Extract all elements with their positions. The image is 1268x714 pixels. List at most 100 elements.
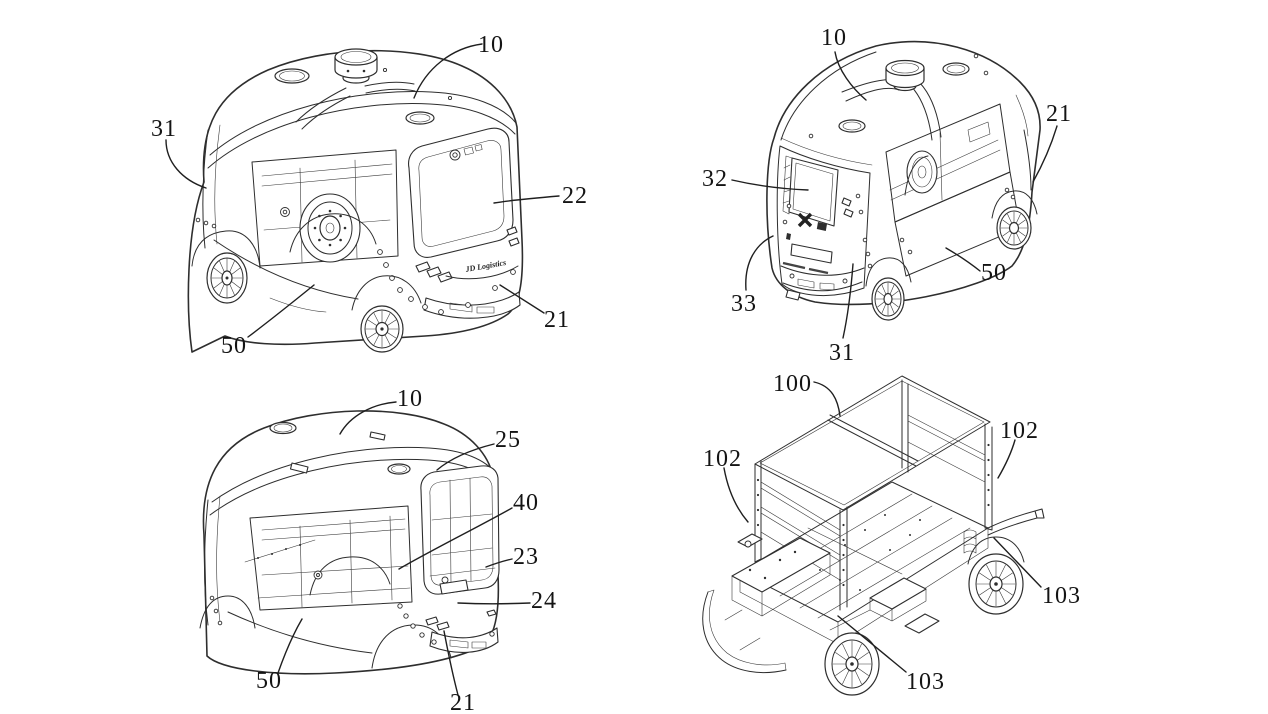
leader-25 <box>436 443 495 471</box>
ref-label-10: 10 <box>478 32 504 58</box>
leader-32 <box>731 179 809 191</box>
mid-front-pillar <box>839 506 848 611</box>
chassis-deck <box>739 481 989 645</box>
ref-label-25: 25 <box>495 427 521 453</box>
ref-label-33: 33 <box>731 291 757 317</box>
figure-body-shell: 10 25 40 23 24 50 21 <box>150 370 600 714</box>
leader-lines <box>277 401 531 696</box>
figure-rear-perspective: 10 21 32 33 31 50 <box>680 0 1160 380</box>
rear-perspective-drawing: 10 21 32 33 31 50 <box>702 25 1072 366</box>
roof-hatch-icons <box>274 67 453 125</box>
leader-10 <box>834 51 867 101</box>
ref-label-22: 22 <box>562 183 588 209</box>
rear-wheel-arch <box>199 595 256 629</box>
leader-103-front <box>837 615 907 673</box>
leader-21 <box>499 284 545 314</box>
ref-label-100: 100 <box>773 371 812 397</box>
roof-lidar-icon <box>295 48 416 130</box>
ref-label-50: 50 <box>981 260 1007 286</box>
ref-label-21: 21 <box>450 690 476 714</box>
cargo-side-opening <box>251 149 399 267</box>
front-perspective-drawing: JD Logistics <box>151 32 588 359</box>
leader-22 <box>493 195 560 204</box>
cage-pillars <box>754 379 993 611</box>
front-left-wheel <box>824 609 880 696</box>
rear-plate-blur <box>782 261 829 275</box>
ref-label-10: 10 <box>397 386 423 412</box>
ref-label-23: 23 <box>513 544 539 570</box>
mid-back-pillar <box>901 379 909 473</box>
suspension-coil <box>963 529 977 554</box>
leader-10 <box>339 401 397 435</box>
ref-label-21: 21 <box>1046 101 1072 127</box>
ref-label-103-right: 103 <box>1042 583 1081 609</box>
cage-side-rails <box>760 414 986 581</box>
leader-lines <box>165 43 560 338</box>
rear-right-wheel <box>968 553 1024 615</box>
ref-label-31: 31 <box>829 340 855 366</box>
body-shell-drawing: 10 25 40 23 24 50 21 <box>199 386 557 714</box>
leader-10 <box>413 43 483 99</box>
leader-100 <box>813 381 841 417</box>
leader-50 <box>247 284 315 338</box>
front-bumper <box>702 591 787 674</box>
left-pillar <box>754 460 762 563</box>
ref-label-31: 31 <box>151 116 177 142</box>
ref-label-24: 24 <box>531 588 557 614</box>
right-pillar <box>984 423 993 531</box>
ref-label-102-left: 102 <box>703 446 742 472</box>
ref-label-50: 50 <box>256 668 282 694</box>
roof-lidar-icon <box>841 59 942 141</box>
side-opening-frame <box>244 505 496 611</box>
leader-23 <box>485 558 513 568</box>
cargo-side-opening <box>885 103 1011 223</box>
leader-102-left <box>723 467 749 523</box>
windshield <box>408 127 514 258</box>
ref-label-32: 32 <box>702 166 728 192</box>
leader-21 <box>443 630 459 696</box>
roof-vent <box>289 462 309 474</box>
leader-103-right <box>993 537 1042 588</box>
front-window-frame <box>420 465 500 595</box>
interior-module <box>439 579 469 595</box>
rear-wheel-arch <box>191 230 261 269</box>
ref-label-103-front: 103 <box>906 669 945 695</box>
ref-label-102-right: 102 <box>1000 418 1039 444</box>
front-right-wheel <box>360 305 404 353</box>
leader-50 <box>277 618 303 674</box>
roof-hatch-icons <box>269 421 411 475</box>
rear-face <box>776 137 873 297</box>
rear-plate <box>790 243 833 264</box>
ref-label-21: 21 <box>544 307 570 333</box>
rear-left-wheel <box>206 252 248 304</box>
leader-31 <box>165 139 207 189</box>
side-panel <box>191 230 422 313</box>
right-front-wheel <box>991 190 1038 250</box>
rear-axle-area <box>963 508 1045 565</box>
leader-50 <box>945 247 981 272</box>
leader-33 <box>745 235 774 291</box>
leader-40 <box>398 507 513 570</box>
ref-label-10: 10 <box>821 25 847 51</box>
leader-lines <box>723 381 1042 673</box>
rear-bumper <box>780 265 865 301</box>
ref-label-40: 40 <box>513 490 539 516</box>
roof-vent <box>369 431 386 441</box>
interior-wheel <box>906 150 938 194</box>
leader-21 <box>1032 125 1058 183</box>
left-rear-wheel <box>865 257 912 321</box>
battery-box <box>869 577 927 610</box>
rear-mudguard <box>967 536 1025 565</box>
cage-top-frame <box>754 375 991 511</box>
x-logo-icon <box>797 212 813 228</box>
figure-chassis-frame: 100 102 102 103 103 <box>680 360 1160 714</box>
leader-lines <box>731 51 1058 339</box>
ref-label-50: 50 <box>221 333 247 359</box>
front-module <box>702 533 831 674</box>
leader-31 <box>842 263 854 339</box>
figure-front-perspective: JD Logistics <box>130 0 630 380</box>
chassis-frame-drawing: 100 102 102 103 103 <box>702 371 1081 696</box>
front-wheel-arch <box>351 275 422 311</box>
leader-102-right <box>997 439 1016 479</box>
